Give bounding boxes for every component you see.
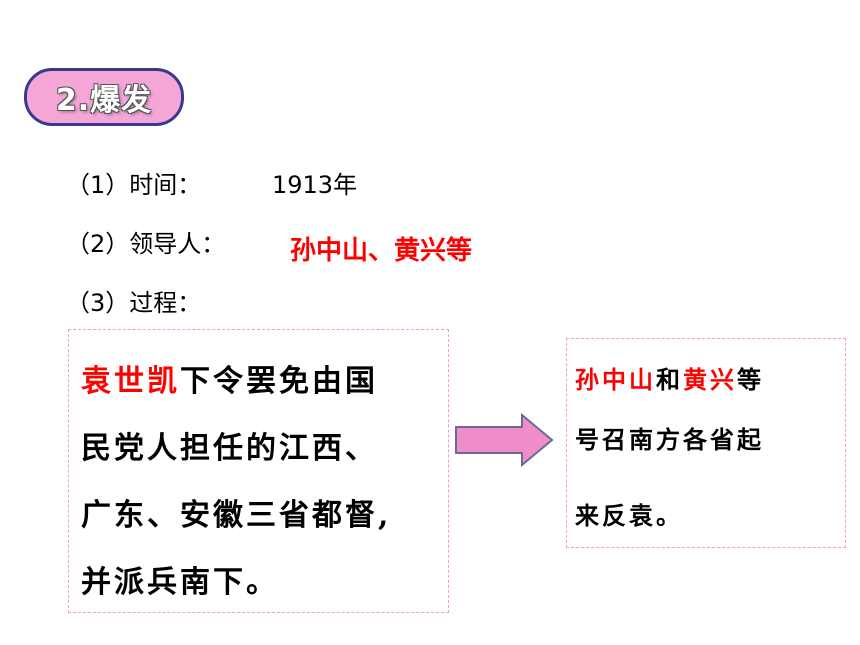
left-line-3: 广东、安徽三省都督, bbox=[81, 498, 392, 533]
right-line-1: 孙中山和黄兴等 bbox=[575, 365, 845, 395]
huang-xing-name: 黄兴 bbox=[683, 365, 737, 394]
section-badge: 2.爆发 bbox=[24, 68, 184, 126]
leaders-label: （2）领导人： bbox=[66, 230, 226, 258]
left-line-1-rest: 下令罢免由国 bbox=[180, 364, 378, 399]
left-line-1: 袁世凯下令罢免由国 bbox=[81, 348, 448, 415]
time-label: （1）时间： bbox=[66, 171, 202, 199]
right-line-1-rest: 等 bbox=[737, 365, 764, 394]
right-line-2: 号召南方各省起 bbox=[575, 425, 764, 454]
time-value: 1913年 bbox=[272, 171, 358, 199]
process-left-box: 袁世凯下令罢免由国 民党人担任的江西、 广东、安徽三省都督, 并派兵南下。 bbox=[68, 329, 449, 613]
yuan-shikai-name: 袁世凯 bbox=[81, 364, 180, 399]
right-arrow-icon bbox=[455, 412, 554, 468]
leaders-value: 孙中山、黄兴等 bbox=[290, 236, 473, 266]
sun-zhongshan-name: 孙中山 bbox=[575, 365, 656, 394]
process-right-box: 孙中山和黄兴等 号召南方各省起 来反袁。 bbox=[566, 338, 846, 548]
process-label: （3）过程： bbox=[66, 289, 202, 317]
section-title: 2.爆发 bbox=[55, 83, 153, 118]
and-text: 和 bbox=[656, 365, 683, 394]
right-line-3: 来反袁。 bbox=[575, 501, 683, 530]
left-line-4: 并派兵南下。 bbox=[81, 565, 279, 600]
left-line-2: 民党人担任的江西、 bbox=[81, 431, 378, 466]
